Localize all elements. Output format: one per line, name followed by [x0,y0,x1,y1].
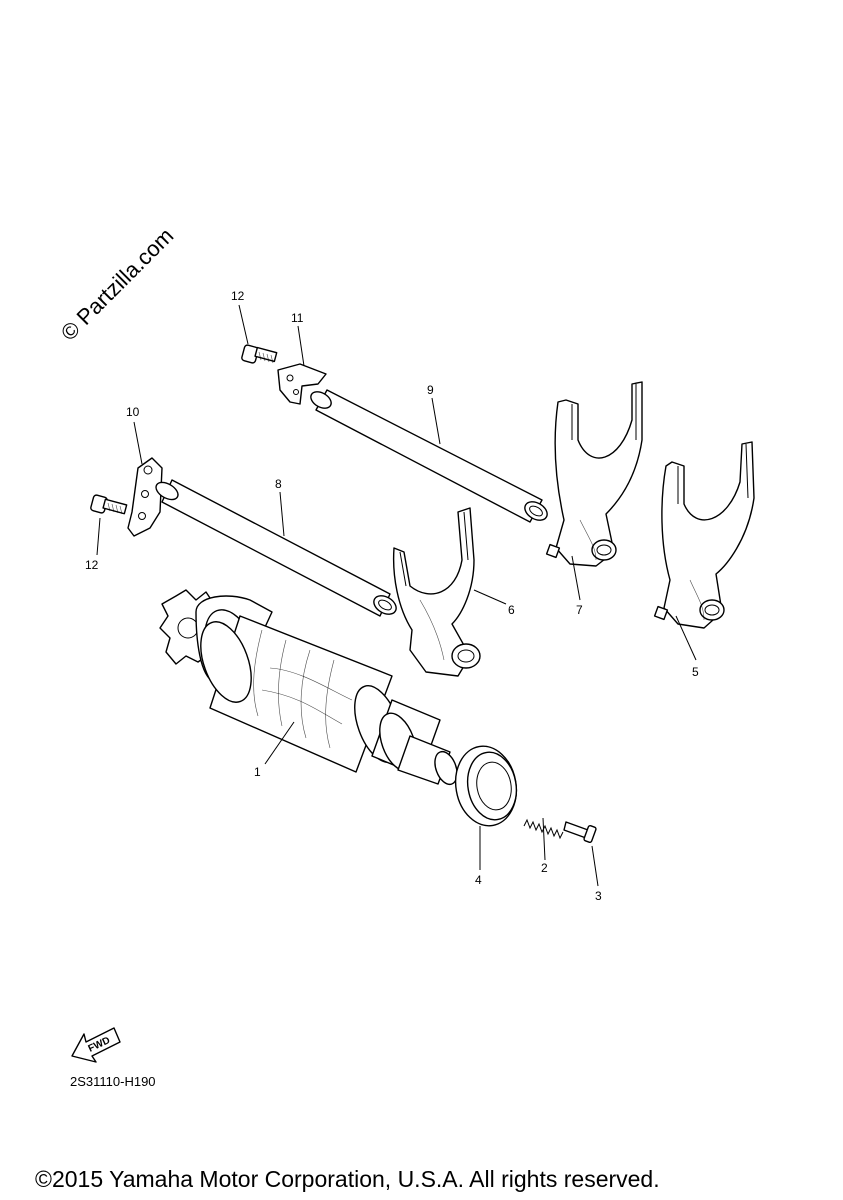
callout-7: 7 [576,603,583,617]
callout-6: 6 [508,603,515,617]
part-1-shift-drum [159,589,458,786]
callout-2: 2 [541,861,548,875]
copyright-text: ©2015 Yamaha Motor Corporation, U.S.A. A… [35,1166,660,1192]
callout-10: 10 [126,405,140,419]
part-6-shift-fork [392,507,481,677]
part-12-lower-bolt [90,494,128,515]
part-7-shift-fork [545,381,643,567]
part-11-bracket [277,363,327,405]
diagram-code: 2S31110-H190 [70,1074,156,1089]
watermark-text: © Partzilla.com [56,223,179,346]
callout-11: 11 [291,311,304,325]
callout-9: 9 [427,383,434,397]
leader-lines [96,304,697,887]
fwd-arrow-icon: FWD [71,1027,121,1063]
part-5-shift-fork [653,441,755,629]
part-10-plate [127,457,163,537]
callout-1: 1 [254,765,261,779]
callout-3: 3 [595,889,602,903]
callout-4: 4 [475,873,482,887]
callout-8: 8 [275,477,282,491]
part-4-bearing [454,745,518,827]
callout-5: 5 [692,665,699,679]
part-3-pin [563,821,597,844]
part-8-shift-rod [155,479,397,617]
part-12-upper-bolt [241,344,278,364]
part-9-shift-rod [310,389,548,523]
callout-numbers: 12 11 9 10 8 12 6 7 5 1 4 2 3 [85,289,699,903]
callout-12-upper: 12 [231,289,245,303]
callout-12-lower: 12 [85,558,99,572]
